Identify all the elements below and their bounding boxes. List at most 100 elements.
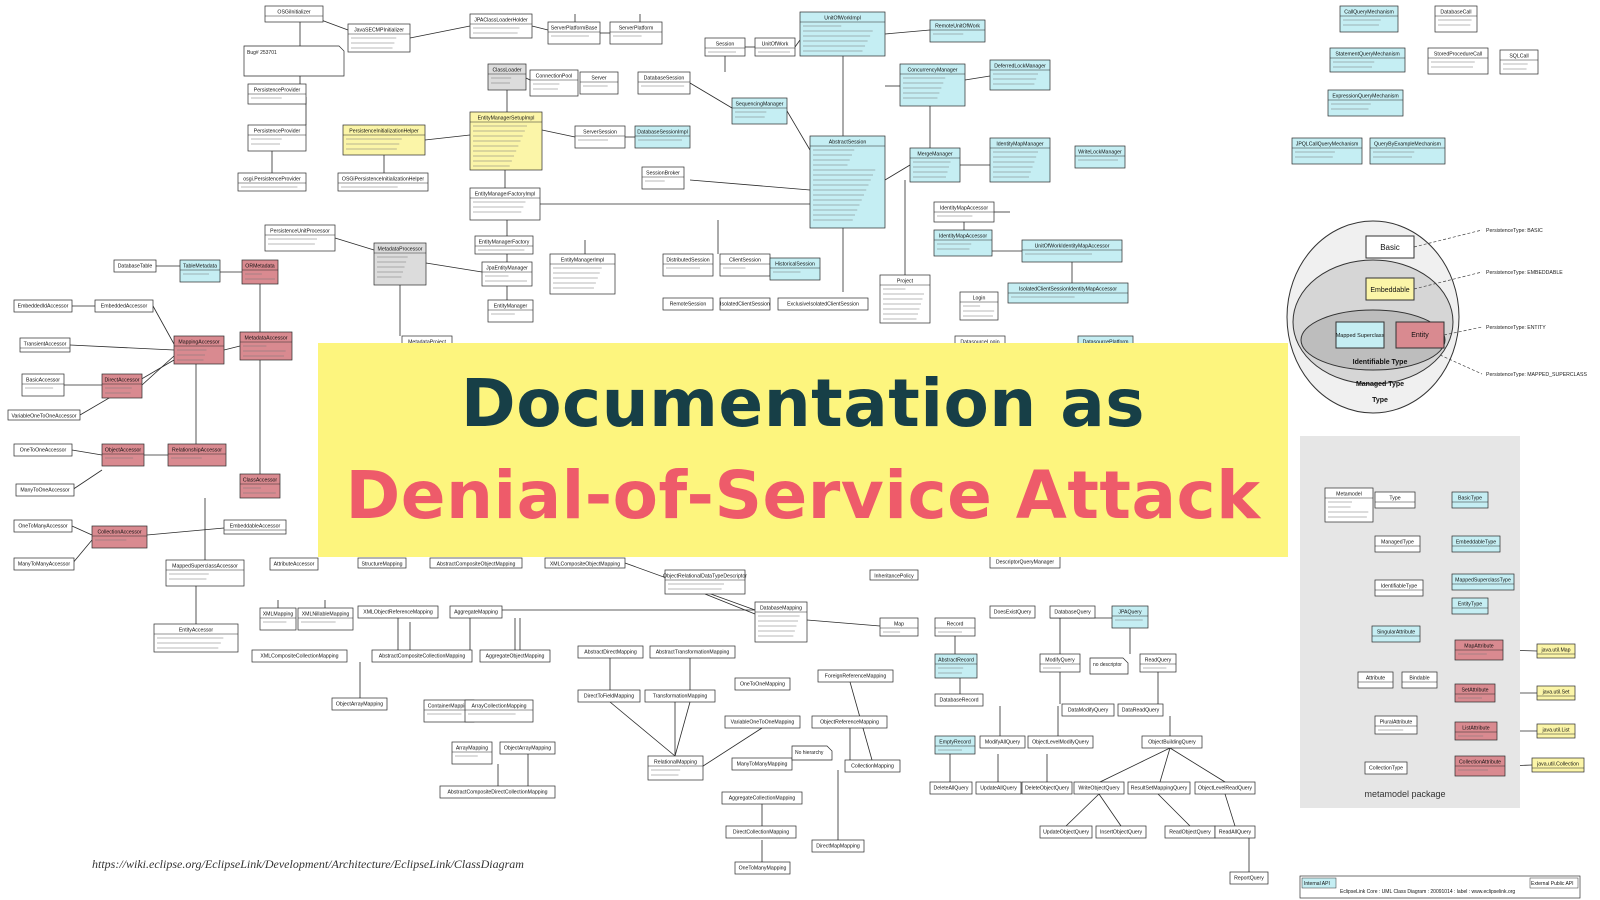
uml-class: OneToManyAccessor [13, 519, 73, 533]
class-box [644, 689, 716, 703]
source-url-link[interactable]: https://wiki.eclipse.org/EclipseLink/Dev… [92, 857, 524, 871]
uml-class: PersistenceUnitProcessor [264, 224, 336, 252]
class-name: OneToOneAccessor [20, 448, 67, 454]
class-name: SQLCall [1509, 54, 1528, 60]
association-line [71, 469, 103, 491]
class-name: Bindable [1409, 676, 1429, 682]
class-box [662, 297, 714, 311]
class-box [929, 19, 986, 43]
class-box [704, 37, 746, 57]
uml-class: ObjectBuildingQuery [1141, 735, 1203, 749]
class-name: XMLCompositeCollectionMapping [260, 654, 338, 660]
class-box [13, 519, 73, 533]
class-box [1061, 703, 1115, 717]
uml-class: ContainerMapping [423, 699, 475, 723]
uml-class: AbstractRecord [934, 653, 978, 679]
uml-class: Record [934, 617, 976, 637]
class-box [1536, 643, 1576, 659]
uml-class: TableMetadata [179, 259, 221, 283]
uml-class: PluralAttribute [1374, 715, 1418, 735]
class-box [1374, 491, 1416, 509]
uml-class: AbstractCompositeCollectionMapping [371, 649, 473, 663]
class-name: DirectAccessor [105, 378, 140, 384]
class-name: ArrayCollectionMapping [471, 704, 526, 710]
class-name: ServerSession [583, 130, 617, 136]
type-label: Type [1372, 397, 1388, 404]
association-line [806, 619, 881, 627]
class-box [934, 617, 976, 637]
class-name: IdentityMapAccessor [939, 234, 987, 240]
class-name: RemoteUnitOfWork [935, 24, 980, 30]
class-box [1074, 145, 1126, 169]
note-text: no descriptor [1093, 662, 1122, 668]
class-name: StructureMapping [362, 562, 403, 568]
uml-class: TransientAccessor [19, 337, 71, 353]
class-name: DeleteAllQuery [934, 786, 969, 792]
class-name: AbstractRecord [938, 658, 974, 664]
class-box [662, 253, 714, 277]
class-name: PersistenceProvider [254, 88, 301, 94]
association-line [689, 179, 811, 191]
class-name: InsertObjectQuery [1100, 830, 1142, 836]
class-name: RelationshipAccessor [172, 448, 222, 454]
class-box [1374, 715, 1418, 735]
persistence-type-arrow [1443, 326, 1483, 336]
uml-class: TransformationMapping [644, 689, 716, 703]
class-name: MappedSuperclassType [1455, 578, 1511, 584]
association-line [786, 110, 811, 151]
class-name: UpdateObjectQuery [1043, 830, 1089, 836]
class-name: ObjectLevelReadQuery [1198, 786, 1252, 792]
uml-class: QueryByExampleMechanism [1369, 137, 1446, 165]
class-name: EntityType [1458, 602, 1482, 608]
class-box [1371, 625, 1421, 643]
class-box [574, 125, 626, 149]
class-box [869, 569, 919, 581]
uml-class: MappingAccessor [173, 335, 225, 365]
uml-class: ReportQuery [1229, 871, 1269, 885]
class-box [357, 557, 407, 569]
uml-class: UnitOfWork [754, 37, 796, 57]
class-box [1451, 597, 1489, 615]
uml-class: EntityType [1451, 597, 1489, 615]
uml-class: JpaEntityManager [481, 261, 533, 287]
uml-class: DeleteObjectQuery [1021, 781, 1073, 795]
class-name: ContainerMapping [428, 704, 471, 710]
uml-class: AbstractCompositeObjectMapping [429, 557, 523, 569]
class-name: JPAClassLoaderHolder [474, 18, 528, 24]
persistence-type-label: PersistenceType: BASIC [1486, 228, 1543, 234]
uml-class: RemoteSession [662, 297, 714, 311]
association-line [525, 77, 531, 81]
class-box [13, 557, 75, 571]
class-name: ListAttribute [1462, 726, 1490, 732]
class-name: ObjectRelationalDataTypeDescriptor [663, 574, 747, 580]
class-box [811, 715, 888, 729]
class-name: ORMetadata [245, 264, 275, 270]
uml-class: IdentityMapManager [989, 137, 1051, 183]
class-box [817, 669, 894, 683]
uml-class: IdentityMapAccessor [933, 201, 995, 223]
class-name: ObjectBuildingQuery [1148, 740, 1196, 746]
class-box [989, 137, 1051, 183]
uml-class: DatabaseQuery [1049, 605, 1096, 619]
legend-internal-label: Internal API [1304, 881, 1330, 887]
association-line [1159, 747, 1171, 783]
class-name: DatabaseTable [118, 264, 153, 270]
class-box [487, 299, 534, 323]
class-name: JpaEntityManager [486, 266, 528, 272]
class-box [579, 71, 619, 95]
uml-class: PersistenceInitializationHelper [342, 124, 426, 156]
class-name: IsolatedClientSessionIdentityMapAccessor [1019, 287, 1117, 293]
class-name: ManagedType [1381, 540, 1414, 546]
class-name: EntityManager [494, 304, 528, 310]
uml-class: ModifyQuery [1039, 653, 1081, 673]
class-box [247, 124, 307, 152]
class-box [297, 607, 354, 631]
uml-class: UpdateObjectQuery [1039, 825, 1093, 839]
class-name: DescriptorQueryManager [996, 560, 1055, 566]
uml-class: IsolatedClientSessionIdentityMapAccessor [1007, 282, 1129, 304]
uml-class: XMLNillableMapping [297, 607, 354, 631]
class-name: SessionBroker [646, 171, 680, 177]
class-box [934, 653, 978, 679]
uml-class: ObjectLevelReadQuery [1194, 781, 1256, 795]
class-name: DeleteObjectQuery [1025, 786, 1070, 792]
